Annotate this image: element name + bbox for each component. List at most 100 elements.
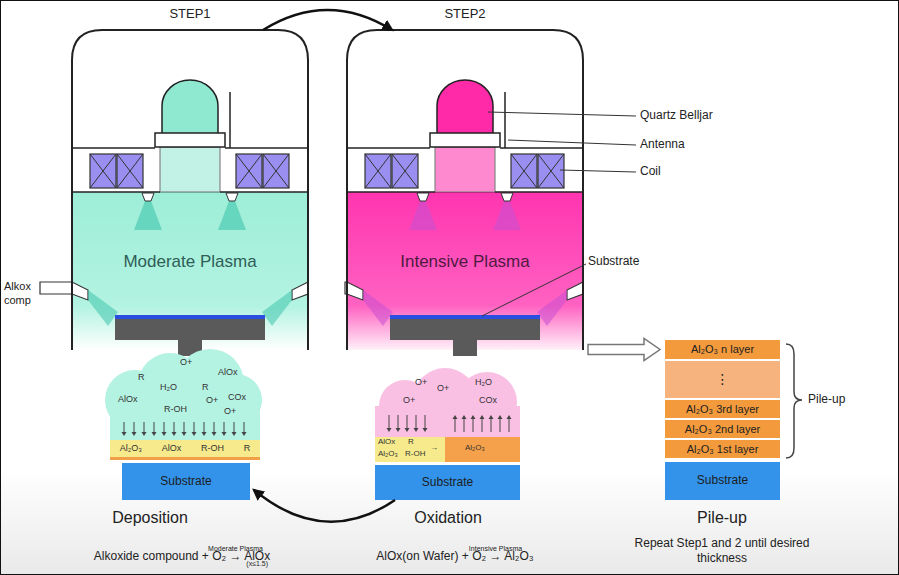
- flux-arrow: [389, 415, 390, 429]
- film-species: Al₂O₃: [120, 444, 142, 454]
- coil-winding: [511, 154, 537, 188]
- coil-cross: [117, 154, 143, 188]
- leader-line: [560, 170, 636, 172]
- gas-spray: [262, 290, 292, 326]
- film-layer: Al₂O₃ n layer: [665, 340, 780, 359]
- film-species: →: [430, 444, 438, 452]
- coil-cross: [511, 154, 537, 188]
- film-oxidized: [445, 437, 520, 462]
- flux-arrow: [224, 422, 225, 433]
- gas-inlet: [567, 282, 583, 300]
- flux-arrow-head: [192, 432, 197, 436]
- flux-arrow: [398, 415, 399, 429]
- reaction-equation: AlOx(on Wafer) + O₂ → Al₂O₃: [376, 549, 533, 563]
- coil-cross: [365, 154, 391, 188]
- belljar-neck: [435, 147, 495, 192]
- quartz-belljar: [162, 80, 218, 135]
- bracket-label: Pile-up: [808, 392, 845, 406]
- layer-label: Al₂O₃ 3rd layer: [686, 403, 759, 415]
- wafer: [115, 315, 265, 319]
- substrate-box: Substrate: [375, 465, 520, 500]
- film-layer: Al₂O₃ 2nd layer: [665, 420, 780, 438]
- coil-winding: [365, 154, 391, 188]
- cloud-shape: [375, 372, 520, 437]
- flux-arrow-head: [202, 432, 207, 436]
- cycle-arrow: [263, 10, 392, 30]
- layer-label: Al₂O₃ 2nd layer: [685, 423, 760, 435]
- wafer: [390, 315, 540, 319]
- flux-arrow: [416, 415, 417, 429]
- flux-arrow: [244, 422, 245, 433]
- coil-cross: [236, 154, 262, 188]
- flux-arrow: [234, 422, 235, 433]
- layer-label: Al₂O₃ n layer: [691, 343, 754, 355]
- flux-arrow: [500, 418, 501, 432]
- chamber-wall: [347, 30, 583, 350]
- chamber-illustration: [347, 30, 583, 350]
- flux-arrow-head: [152, 432, 157, 436]
- coil-cross: [263, 154, 289, 188]
- flux-arrow: [124, 422, 125, 433]
- flux-arrow: [455, 418, 456, 432]
- flux-arrow-head: [453, 415, 458, 419]
- flux-arrow-head: [142, 432, 147, 436]
- nozzle: [142, 193, 154, 201]
- nozzle: [226, 193, 238, 201]
- part-label: Coil: [640, 164, 661, 178]
- film-species: R-OH: [405, 450, 425, 458]
- plate-line: [72, 147, 155, 149]
- plasma-label: Moderate Plasma: [72, 252, 308, 272]
- flux-arrow: [154, 422, 155, 433]
- chamber-interior: [72, 30, 308, 350]
- film-species: AlOx: [162, 444, 182, 454]
- flux-arrow: [164, 422, 165, 433]
- flux-arrow-head: [414, 428, 419, 432]
- flux-arrow-head: [423, 428, 428, 432]
- film-species: Al₂O₃: [378, 450, 398, 458]
- flux-arrow-head: [405, 428, 410, 432]
- plasma-cloud: RO+H₂OAlOxRCOxAlOxO+R-OHO+: [110, 355, 260, 440]
- step-title: Oxidation: [414, 509, 482, 527]
- species-label: O+: [224, 407, 236, 416]
- species-label: O+: [206, 396, 218, 405]
- antenna: [229, 92, 231, 148]
- flux-arrow-head: [498, 415, 503, 419]
- plate-line: [72, 191, 160, 193]
- flux-arrow-head: [132, 432, 137, 436]
- belljar-neck: [160, 147, 220, 192]
- film-layer: Al₂O₃ 3rd layer: [665, 400, 780, 418]
- layer-label: Al₂O₃ 1st layer: [687, 443, 759, 455]
- reaction-equation: Alkoxide compound + O₂ → AlOx: [94, 549, 270, 563]
- flux-arrow-head: [122, 432, 127, 436]
- species-label: O+: [415, 378, 427, 387]
- plasma-fill: [348, 192, 582, 350]
- flux-arrow-head: [172, 432, 177, 436]
- species-label: O+: [403, 396, 415, 405]
- flux-arrow: [425, 415, 426, 429]
- flux-arrow-head: [182, 432, 187, 436]
- layer-label: ⋮: [716, 372, 730, 387]
- species-label: R-OH: [164, 405, 187, 414]
- species-label: AlOx: [118, 395, 138, 404]
- step-title: Pile-up: [697, 509, 747, 527]
- process-chamber: STEP1Moderate Plasma: [72, 30, 308, 350]
- gas-spray: [409, 201, 437, 230]
- gas-inlet: [292, 282, 308, 300]
- layer-label: Substrate: [160, 475, 211, 488]
- flux-arrow: [473, 418, 474, 432]
- coil-winding: [90, 154, 116, 188]
- antenna: [504, 92, 506, 148]
- flux-arrow-head: [462, 415, 467, 419]
- flux-arrow: [482, 418, 483, 432]
- chamber-illustration: [72, 30, 308, 350]
- layer-label: Substrate: [697, 474, 748, 487]
- cloud-body: [375, 406, 520, 437]
- substrate-box: Substrate: [122, 463, 250, 500]
- coil-cross: [392, 154, 418, 188]
- part-label: Alkox: [4, 280, 31, 292]
- flux-arrow-head: [222, 432, 227, 436]
- film-layer: ⋮: [665, 361, 780, 398]
- flux-arrow-head: [387, 428, 392, 432]
